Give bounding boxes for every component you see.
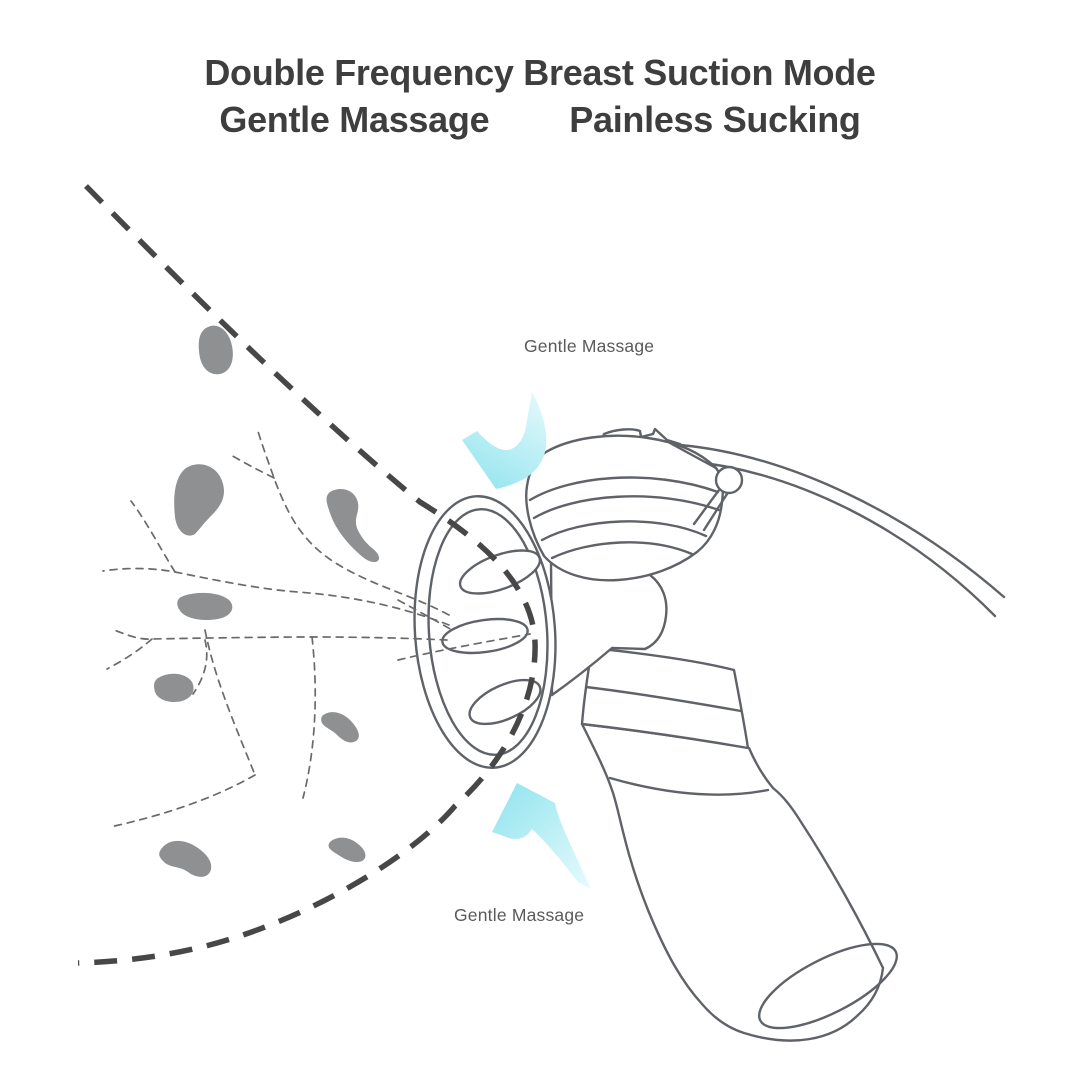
bottom-arrow-label: Gentle Massage xyxy=(454,905,585,925)
gentle-massage-arrow-top-icon xyxy=(462,392,547,489)
bottle-shoulder-line xyxy=(608,776,770,796)
tube-connector xyxy=(714,465,744,495)
milk-bottle xyxy=(580,646,899,1042)
motor-top-clip xyxy=(598,427,682,449)
gentle-massage-arrow-bottom-icon xyxy=(492,783,591,889)
bottle-body xyxy=(580,722,885,1042)
pump-motor-unit xyxy=(525,427,744,582)
headline-line2: Gentle Massage Painless Sucking xyxy=(0,97,1080,144)
bottle-collar xyxy=(580,646,750,750)
massage-cushion-petal xyxy=(441,617,529,655)
bottle-base-opening xyxy=(757,942,899,1030)
headline-line1: Double Frequency Breast Suction Mode xyxy=(204,52,876,93)
milk-ducts xyxy=(102,427,531,828)
breast-shield xyxy=(413,495,557,769)
milk-glands xyxy=(154,325,380,877)
breast-outline xyxy=(77,184,538,966)
headline-gentle-massage: Gentle Massage xyxy=(219,98,490,140)
massage-cushion-petal xyxy=(468,678,542,726)
tube-bracket xyxy=(668,441,718,470)
top-arrow-label: Gentle Massage xyxy=(524,336,655,356)
headline: Double Frequency Breast Suction Mode Gen… xyxy=(0,50,1080,144)
headline-painless-sucking: Painless Sucking xyxy=(569,98,861,140)
